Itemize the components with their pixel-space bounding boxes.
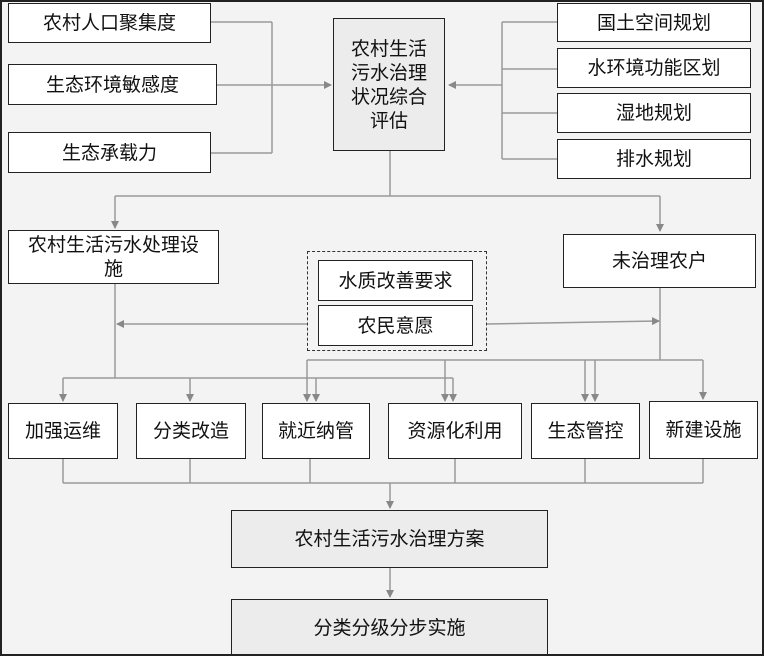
requirements-group <box>307 251 487 351</box>
existing-facilities: 农村生活污水处理设施 <box>8 230 219 284</box>
plan-water-function-zone: 水环境功能区划 <box>557 48 751 88</box>
farmer-willingness: 农民意愿 <box>318 305 473 346</box>
plan-wetland: 湿地规划 <box>557 93 751 133</box>
water-quality-requirement: 水质改善要求 <box>318 260 473 301</box>
measure-nearby-sewer: 就近纳管 <box>262 403 370 459</box>
factor-eco-sensitivity: 生态环境敏感度 <box>8 64 217 105</box>
factor-population-density: 农村人口聚集度 <box>8 3 211 43</box>
comprehensive-assessment: 农村生活污水治理状况综合评估 <box>333 18 445 151</box>
measure-new-facilities: 新建设施 <box>649 401 758 459</box>
measure-classify-retrofit: 分类改造 <box>136 403 246 459</box>
factor-eco-capacity: 生态承载力 <box>8 132 211 173</box>
measure-eco-control: 生态管控 <box>531 403 640 459</box>
untreated-households: 未治理农户 <box>563 234 756 288</box>
phased-implementation: 分类分级分步实施 <box>231 599 548 656</box>
measure-strengthen-om: 加强运维 <box>8 403 118 459</box>
treatment-plan: 农村生活污水治理方案 <box>231 510 548 568</box>
plan-drainage: 排水规划 <box>557 139 751 179</box>
measure-resource-utilization: 资源化利用 <box>388 403 522 459</box>
plan-territorial-space: 国土空间规划 <box>557 3 751 42</box>
